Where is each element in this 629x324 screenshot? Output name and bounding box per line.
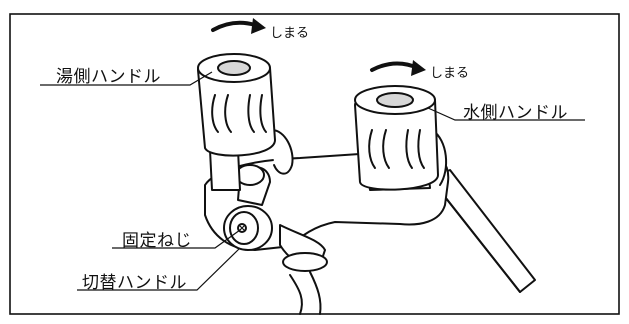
switch-handle-label: 切替ハンドル <box>82 273 187 293</box>
cold-handle-label: 水側ハンドル <box>463 103 568 123</box>
fixing-screw-label: 固定ねじ <box>122 231 192 251</box>
hot-handle-leader <box>40 71 213 86</box>
close-label-right: しまる <box>430 66 470 81</box>
close-arrow-right-icon <box>370 60 426 76</box>
hot-handle-label: 湯側ハンドル <box>56 67 161 87</box>
close-arrow-left-icon <box>211 18 266 34</box>
fixing-screw-leader <box>112 229 241 249</box>
switch-handle-leader <box>77 247 241 291</box>
diagram-border <box>9 13 620 315</box>
cold-handle-leader <box>427 107 585 121</box>
close-label-left: しまる <box>270 26 310 41</box>
